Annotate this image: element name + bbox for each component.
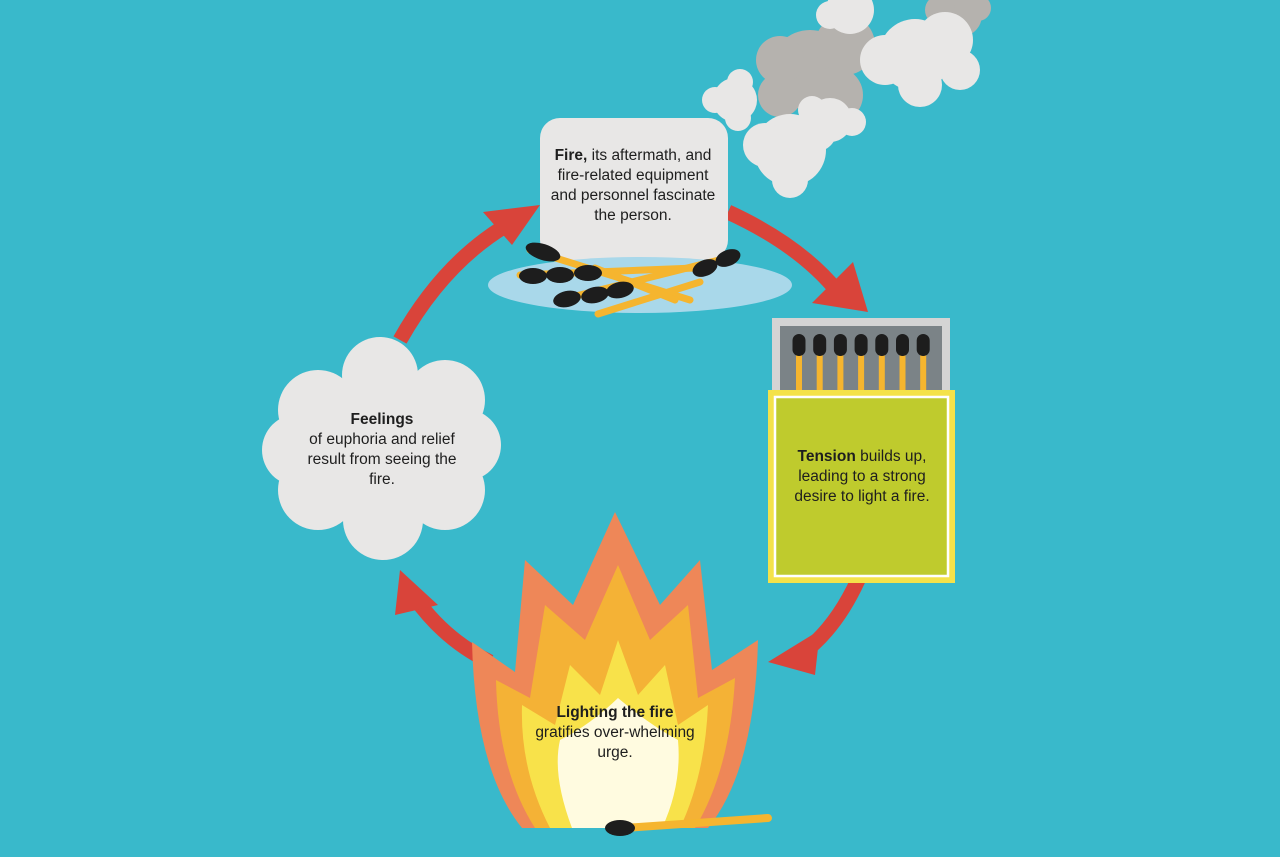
campfire-icon — [488, 118, 792, 318]
arrowhead-icon — [395, 570, 438, 615]
arrow-fire-to-tension — [724, 205, 844, 297]
match-head — [792, 334, 806, 356]
match-head — [875, 334, 889, 356]
match-head — [813, 334, 827, 356]
match-stick — [920, 345, 927, 391]
matchbox-icon — [768, 318, 955, 583]
tension-step-label: Tension builds up, leading to a strong d… — [794, 448, 930, 505]
feelings-step-label: Feelings of euphoria and relief result f… — [307, 411, 457, 488]
match-head — [833, 334, 847, 356]
match-head — [916, 334, 930, 356]
arrowhead-icon — [483, 205, 540, 245]
match-head — [896, 334, 909, 356]
arrowhead-icon — [812, 262, 868, 312]
tension-step-card — [773, 395, 950, 578]
flame-icon — [472, 512, 772, 836]
match-stick — [796, 345, 802, 391]
lighting-step-label: Lighting the fire gratifies over-whelmin… — [535, 704, 695, 761]
arrowhead-icon — [768, 630, 820, 675]
match-stick — [899, 345, 906, 391]
smoke-clouds-icon — [702, 0, 991, 198]
fire-step-label: Fire, its aftermath, and fire-related eq… — [550, 147, 716, 224]
match-stick — [816, 345, 823, 391]
match-stick — [878, 345, 885, 391]
match-stick — [837, 345, 844, 391]
match-head — [854, 334, 868, 356]
fire-step-card — [540, 118, 728, 260]
match-stick — [858, 345, 865, 391]
cloud-icon — [262, 337, 501, 560]
arrow-feelings-to-fire — [393, 215, 516, 344]
